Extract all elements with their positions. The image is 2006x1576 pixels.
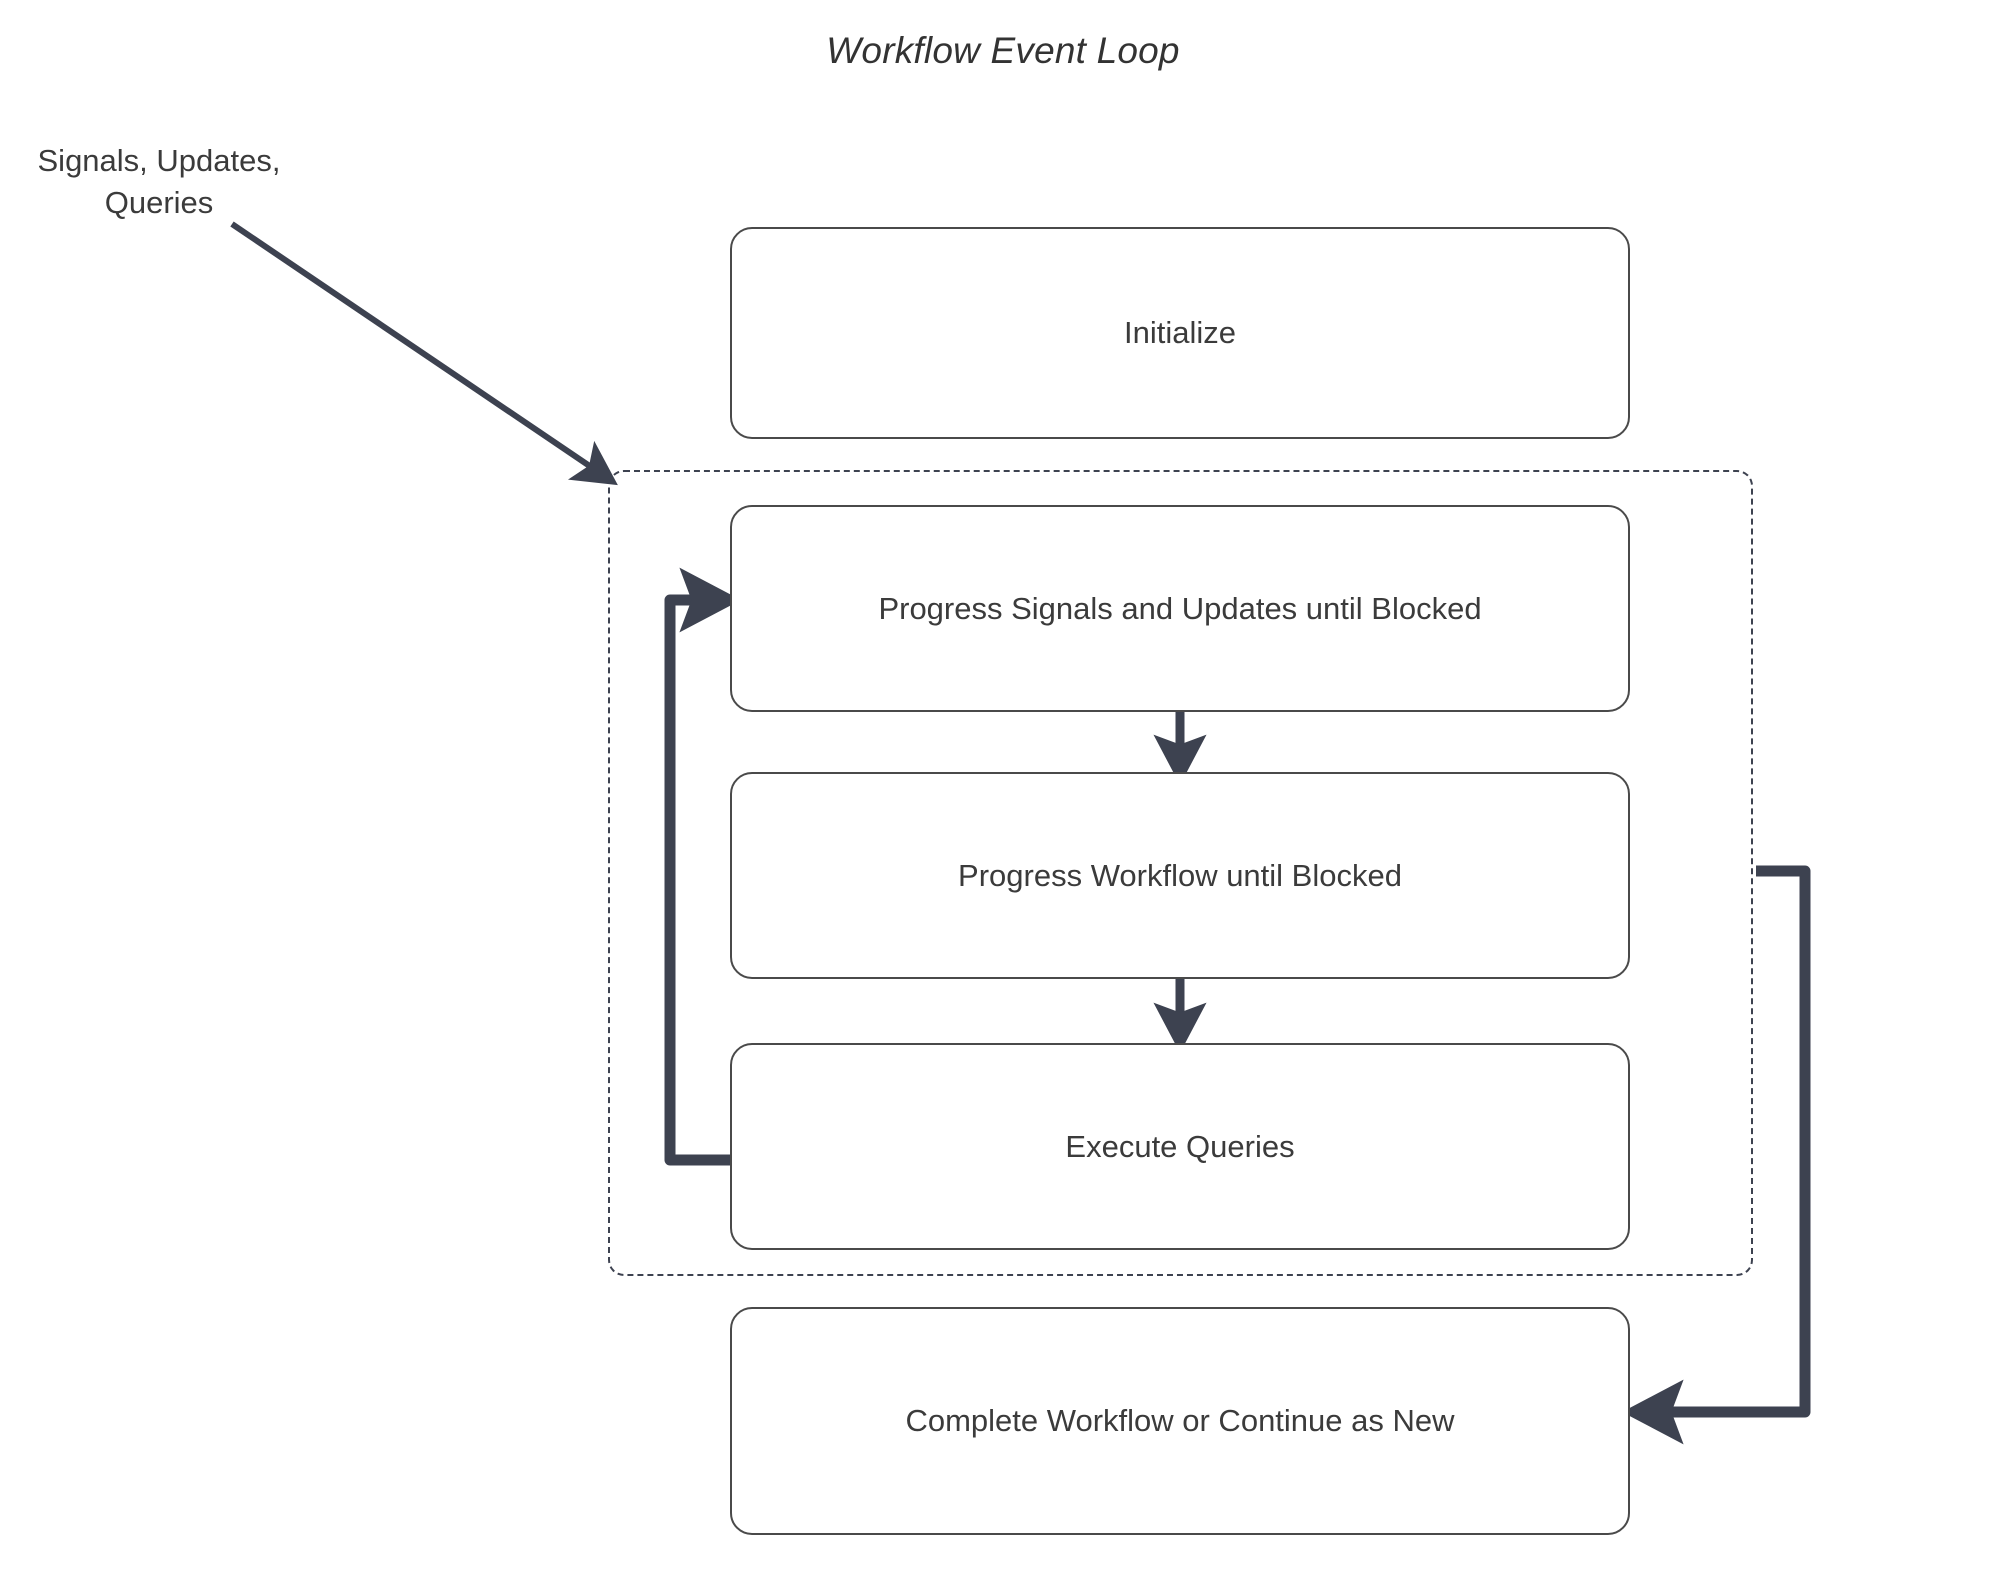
node-complete-workflow-label: Complete Workflow or Continue as New: [905, 1403, 1455, 1438]
node-progress-workflow-label: Progress Workflow until Blocked: [958, 857, 1402, 893]
node-execute-queries[interactable]: Execute Queries: [730, 1043, 1630, 1250]
node-complete-workflow-or-continue-as-new[interactable]: Complete Workflow or Continue as New: [730, 1307, 1630, 1535]
page-title: Workflow Event Loop: [826, 30, 1180, 71]
node-initialize-label: Initialize: [1124, 315, 1236, 350]
external-input-label-line2: Queries: [104, 185, 214, 220]
event-loop-group-boundary: [608, 470, 1753, 1276]
node-execute-queries-label: Execute Queries: [1065, 1128, 1295, 1164]
node-progress-signals-label: Progress Signals and Updates until Block…: [878, 590, 1482, 626]
node-initialize[interactable]: Initialize: [730, 227, 1630, 439]
node-progress-signals-and-updates[interactable]: Progress Signals and Updates until Block…: [730, 505, 1630, 712]
node-progress-workflow[interactable]: Progress Workflow until Blocked: [730, 772, 1630, 979]
edge-external-input: [230, 221, 618, 486]
external-input-label-line1: Signals, Updates,: [37, 143, 281, 178]
external-input-label: Signals, Updates, Queries: [14, 140, 304, 224]
